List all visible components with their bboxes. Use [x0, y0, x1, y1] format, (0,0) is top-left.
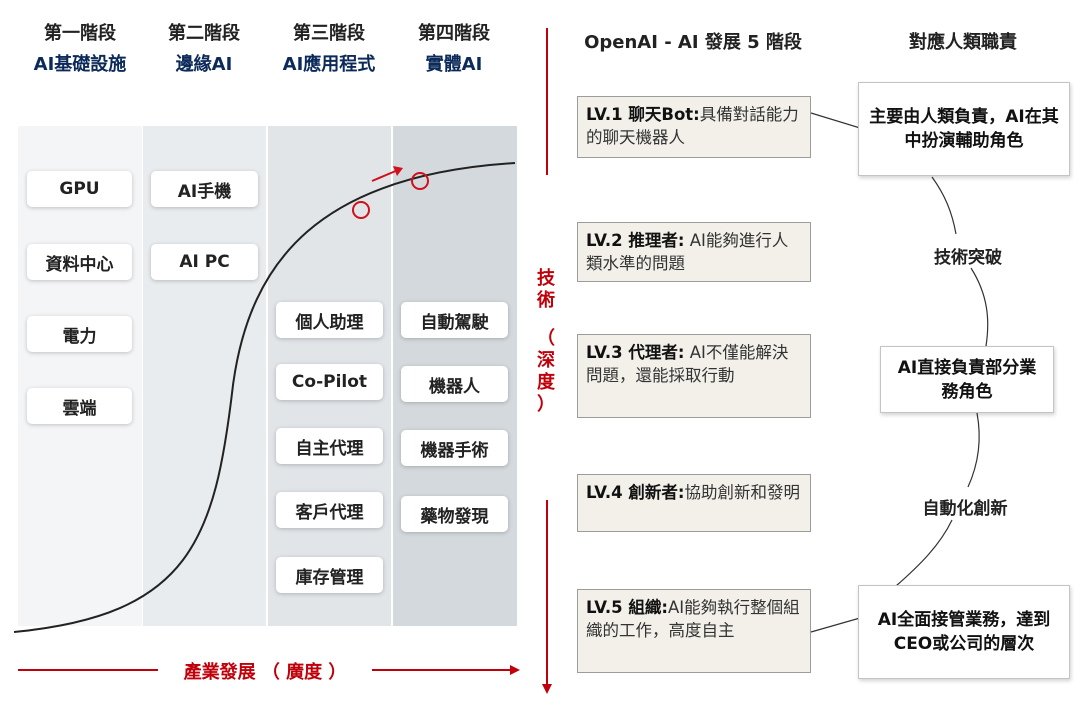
curve-marker-1	[352, 201, 370, 219]
stage-2-header: 第二階段 邊緣AI	[142, 22, 266, 78]
arc-segment-2	[970, 267, 989, 347]
item-cloud: 雲端	[27, 388, 132, 424]
item-autonomous-agent: 自主代理	[276, 428, 383, 464]
y-axis-arrow	[542, 28, 552, 694]
y-axis-char: （	[537, 328, 555, 349]
level-1-box: LV.1 聊天Bot:具備對話能力的聊天機器人	[577, 96, 811, 158]
level-2-box: LV.2 推理者: AI能夠進行人類水準的問題	[577, 222, 811, 282]
item-robot-surgery: 機器手術	[401, 430, 508, 466]
connector-line-1	[810, 112, 861, 129]
level-4-box: LV.4 創新者:協助創新和發明	[577, 474, 811, 532]
item-personal-assistant: 個人助理	[276, 302, 383, 338]
level-3-text: AI不僅能解決問題，還能採取行動	[586, 343, 789, 385]
x-axis-arrow	[18, 665, 520, 675]
stage-4-name: 實體AI	[425, 54, 483, 75]
level-4-head: LV.4 創新者:	[586, 483, 685, 502]
y-axis-label: 技 術 （ 深 度 ）	[533, 268, 559, 416]
responsibility-box-1: 主要由人類負責，AI在其中扮演輔助角色	[858, 82, 1070, 176]
stage-1-name: AI基礎設施	[33, 54, 127, 75]
stage-2-column	[143, 126, 266, 626]
stage-1-column	[18, 126, 142, 626]
y-axis-char: 技	[537, 268, 555, 289]
stage-4-number: 第四階段	[418, 23, 490, 44]
item-ai-phone: AI手機	[151, 171, 258, 207]
y-axis-char: ）	[537, 394, 555, 415]
level-5-box: LV.5 組織:AI能夠執行整個組織的工作，高度自主	[577, 589, 811, 673]
item-datacenter: 資料中心	[27, 244, 132, 280]
progress-arrow-line	[371, 169, 399, 182]
stage-3-number: 第三階段	[293, 23, 365, 44]
arc-label-breakthrough: 技術突破	[934, 248, 1002, 268]
curve-marker-2	[411, 172, 429, 190]
level-2-text: AI能夠進行人類水準的問題	[586, 231, 789, 273]
stage-3-name: AI應用程式	[282, 54, 376, 75]
arc-segment-1	[931, 176, 957, 235]
stage-1-header: 第一階段 AI基礎設施	[18, 22, 142, 78]
y-axis-char: 度	[537, 372, 555, 393]
item-gpu: GPU	[27, 171, 132, 207]
item-customer-agent: 客戶代理	[276, 492, 383, 528]
level-1-text: 具備對話能力的聊天機器人	[586, 105, 799, 147]
responsibility-box-3: AI全面接管業務，達到CEO或公司的層次	[858, 585, 1070, 679]
responsibility-title: 對應人類職責	[909, 32, 1017, 53]
item-power: 電力	[27, 316, 132, 352]
item-copilot: Co-Pilot	[276, 364, 383, 400]
item-robot: 機器人	[401, 366, 508, 402]
x-axis-label: 產業發展 （ 廣度 ）	[183, 662, 347, 683]
level-5-head: LV.5 組織:	[586, 598, 668, 617]
y-axis-char: 術	[537, 290, 555, 311]
level-4-text: 協助創新和發明	[684, 483, 800, 502]
arc-label-automation: 自動化創新	[922, 499, 1008, 519]
item-drug-discovery: 藥物發現	[401, 496, 508, 532]
s-curve-line	[13, 162, 516, 633]
stage-1-number: 第一階段	[44, 23, 116, 44]
y-axis-char: 深	[537, 350, 555, 371]
arc-segment-3	[967, 412, 980, 488]
responsibility-box-2: AI直接負責部分業務角色	[880, 346, 1054, 413]
stage-2-name: 邊緣AI	[175, 54, 233, 75]
level-1-head: LV.1 聊天Bot:	[586, 105, 700, 124]
arc-segment-4	[895, 519, 953, 587]
connector-line-2	[810, 617, 861, 633]
level-2-head: LV.2 推理者:	[586, 231, 685, 250]
openai-title: OpenAI - AI 發展 5 階段	[584, 32, 802, 53]
stage-3-header: 第三階段 AI應用程式	[267, 22, 391, 78]
item-inventory: 庫存管理	[276, 557, 383, 593]
item-ai-pc: AI PC	[151, 244, 258, 280]
stage-2-number: 第二階段	[168, 23, 240, 44]
level-3-head: LV.3 代理者:	[586, 343, 685, 362]
item-self-driving: 自動駕駛	[401, 302, 508, 338]
level-3-box: LV.3 代理者: AI不僅能解決問題，還能採取行動	[577, 334, 811, 418]
progress-arrow-head	[393, 166, 403, 176]
level-5-text: AI能夠執行整個組織的工作，高度自主	[586, 598, 800, 640]
stage-4-header: 第四階段 實體AI	[392, 22, 516, 78]
